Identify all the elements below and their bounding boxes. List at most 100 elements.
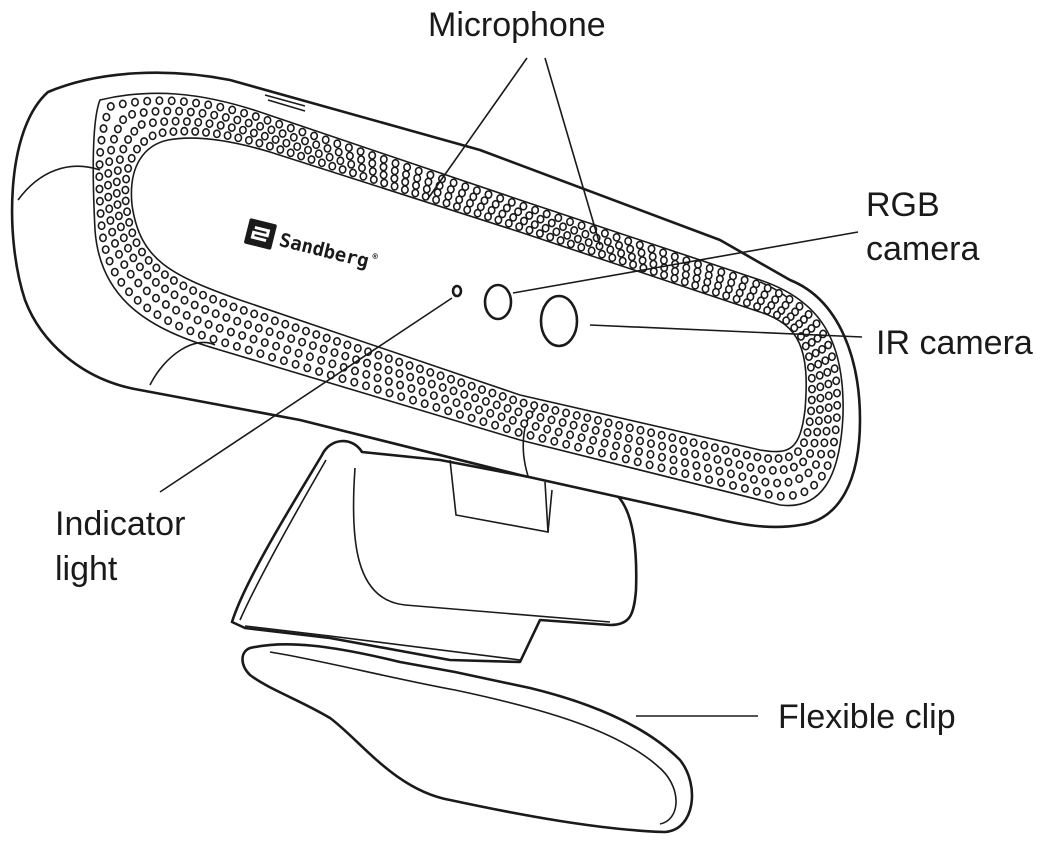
microphone-hole <box>680 447 689 456</box>
microphone-hole <box>96 147 105 157</box>
microphone-hole <box>151 277 160 287</box>
microphone-hole <box>609 451 618 461</box>
microphone-hole <box>384 354 393 363</box>
microphone-hole <box>574 442 583 452</box>
microphone-hole <box>771 295 780 304</box>
microphone-hole <box>436 371 445 381</box>
microphone-hole <box>291 359 300 369</box>
microphone-hole <box>823 414 832 424</box>
microphone-hole <box>118 99 127 109</box>
microphone-hole <box>514 207 523 217</box>
microphone-hole <box>525 225 534 235</box>
microphone-hole <box>634 447 643 456</box>
microphone-hole <box>789 462 798 472</box>
microphone-hole <box>130 126 139 136</box>
microphone-hole <box>391 158 400 168</box>
microphone-hole <box>614 240 623 250</box>
microphone-hole <box>593 415 602 425</box>
microphone-hole <box>179 281 188 291</box>
microphone-hole <box>138 247 147 257</box>
ir-camera-lens <box>539 294 579 348</box>
microphone-hole <box>180 126 189 136</box>
microphone-hole <box>108 227 117 237</box>
microphone-hole <box>232 341 241 351</box>
microphone-hole <box>519 398 528 408</box>
microphone-hole <box>315 367 324 376</box>
microphone-hole <box>163 106 172 116</box>
microphone-hole <box>212 129 221 139</box>
microphone-hole <box>749 285 758 295</box>
microphone-hole <box>300 136 309 146</box>
microphone-hole <box>210 110 219 120</box>
microphone-grille <box>95 96 842 501</box>
microphone-hole <box>403 162 412 172</box>
microphone-hole <box>515 222 524 231</box>
microphone-hole <box>332 336 341 346</box>
microphone-hole <box>814 416 823 426</box>
microphone-hole <box>215 323 224 333</box>
microphone-hole <box>562 439 571 449</box>
microphone-hole <box>291 323 300 333</box>
microphone-hole <box>670 266 679 276</box>
microphone-hole <box>589 435 598 445</box>
microphone-hole <box>265 141 274 151</box>
flexible-clip-label: Flexible clip <box>778 698 956 736</box>
microphone-hole <box>635 436 644 446</box>
microphone-hole <box>742 450 751 460</box>
microphone-hole <box>472 186 481 195</box>
microphone-hole <box>384 377 393 386</box>
microphone-hole <box>408 395 417 405</box>
microphone-hole <box>117 277 126 287</box>
microphone-hole <box>249 128 258 138</box>
microphone-hole <box>202 127 211 137</box>
microphone-hole <box>693 267 702 276</box>
microphone-hole <box>281 319 290 329</box>
microphone-hole <box>373 373 382 383</box>
microphone-hole <box>554 213 563 223</box>
microphone-hole <box>768 465 777 475</box>
microphone-hole <box>689 438 698 447</box>
microphone-hole <box>824 403 833 413</box>
microphone-hole <box>426 367 435 377</box>
microphone-hole <box>255 138 264 148</box>
microphone-hole <box>234 133 243 143</box>
microphone-hole <box>395 369 404 378</box>
microphone-hole <box>133 295 142 305</box>
microphone-hole <box>275 119 284 129</box>
microphone-hole <box>461 182 470 192</box>
microphone-hole <box>104 180 113 190</box>
microphone-hole <box>297 151 306 161</box>
microphone-hole <box>357 155 366 164</box>
microphone-hole <box>260 338 269 347</box>
microphone-hole <box>112 177 121 187</box>
microphone-hole <box>474 405 483 415</box>
microphone-hole <box>602 428 611 438</box>
microphone-hole <box>491 420 500 430</box>
microphone-hole <box>693 472 702 481</box>
microphone-hole <box>426 170 435 180</box>
microphone-hole <box>390 166 399 176</box>
microphone-hole <box>303 363 312 373</box>
microphone-hole <box>113 124 122 134</box>
microphone-hole <box>793 447 802 456</box>
microphone-hole <box>95 184 104 194</box>
microphone-hole <box>531 421 540 431</box>
microphone-hole <box>359 171 368 181</box>
microphone-hole <box>746 292 755 302</box>
microphone-hole <box>624 433 633 443</box>
microphone-hole <box>753 302 762 311</box>
microphone-hole <box>530 220 539 229</box>
microphone-hole <box>164 316 173 326</box>
microphone-hole <box>373 362 382 371</box>
microphone-hole <box>449 178 458 188</box>
microphone-hole <box>669 444 678 454</box>
microphone-hole <box>223 131 232 140</box>
microphone-hole <box>597 448 606 458</box>
microphone-hole <box>134 278 143 288</box>
microphone-hole <box>519 201 528 211</box>
microphone-hole <box>833 400 842 410</box>
microphone-hole <box>114 211 123 221</box>
microphone-hole <box>801 341 810 351</box>
microphone-hole <box>577 433 586 442</box>
microphone-hole <box>97 221 106 231</box>
